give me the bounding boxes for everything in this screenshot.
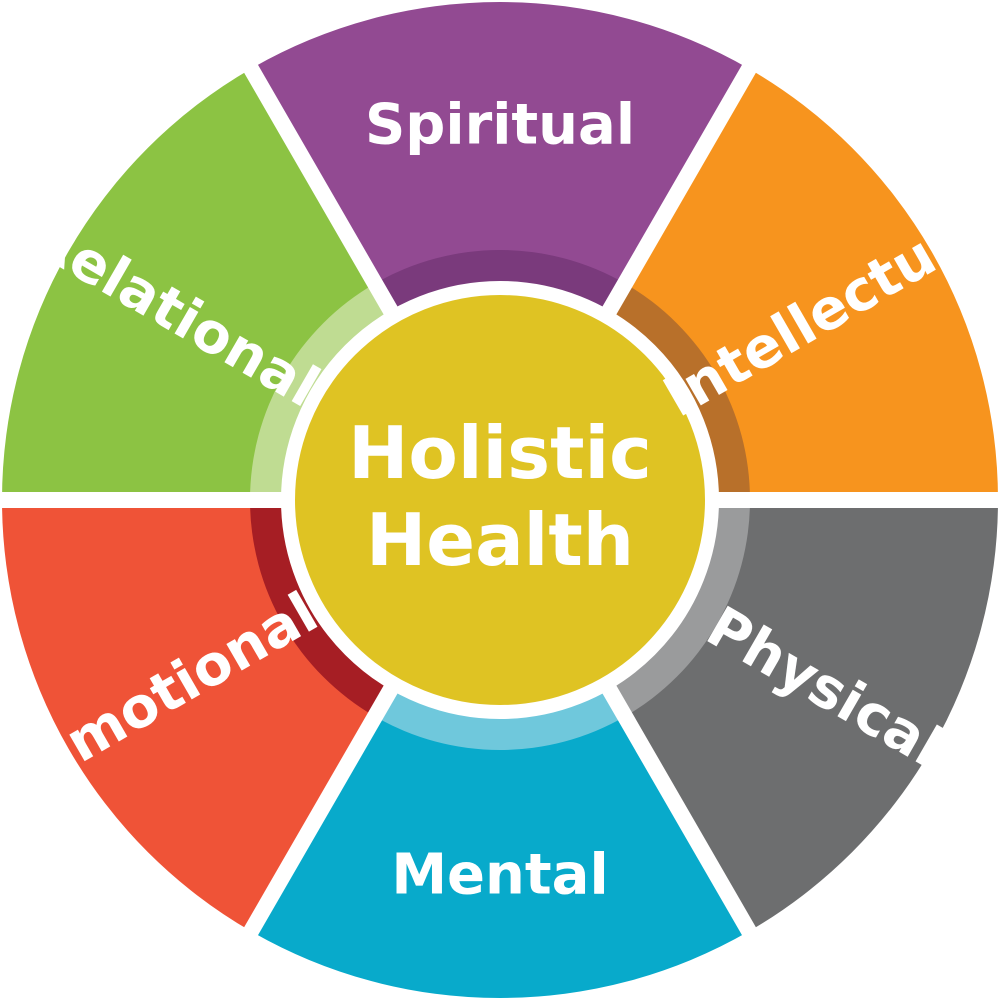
segment-divider bbox=[593, 669, 758, 939]
segment-spiritual bbox=[251, 1, 749, 286]
segment-physical bbox=[624, 500, 998, 932]
segment-divider bbox=[593, 61, 758, 331]
segment-intellectual bbox=[624, 68, 998, 500]
segment-divider bbox=[242, 669, 407, 939]
segment-divider bbox=[242, 61, 407, 331]
center-circle bbox=[281, 281, 719, 719]
segment-label-spiritual: Spiritual bbox=[365, 93, 635, 158]
center-title-line2: Health bbox=[366, 498, 634, 582]
segment-label-mental: Mental bbox=[391, 843, 608, 908]
segment-emotional bbox=[2, 500, 376, 932]
segment-relational bbox=[2, 68, 376, 500]
segment-mental bbox=[251, 714, 749, 998]
center-title-line1: Holistic bbox=[348, 411, 652, 495]
